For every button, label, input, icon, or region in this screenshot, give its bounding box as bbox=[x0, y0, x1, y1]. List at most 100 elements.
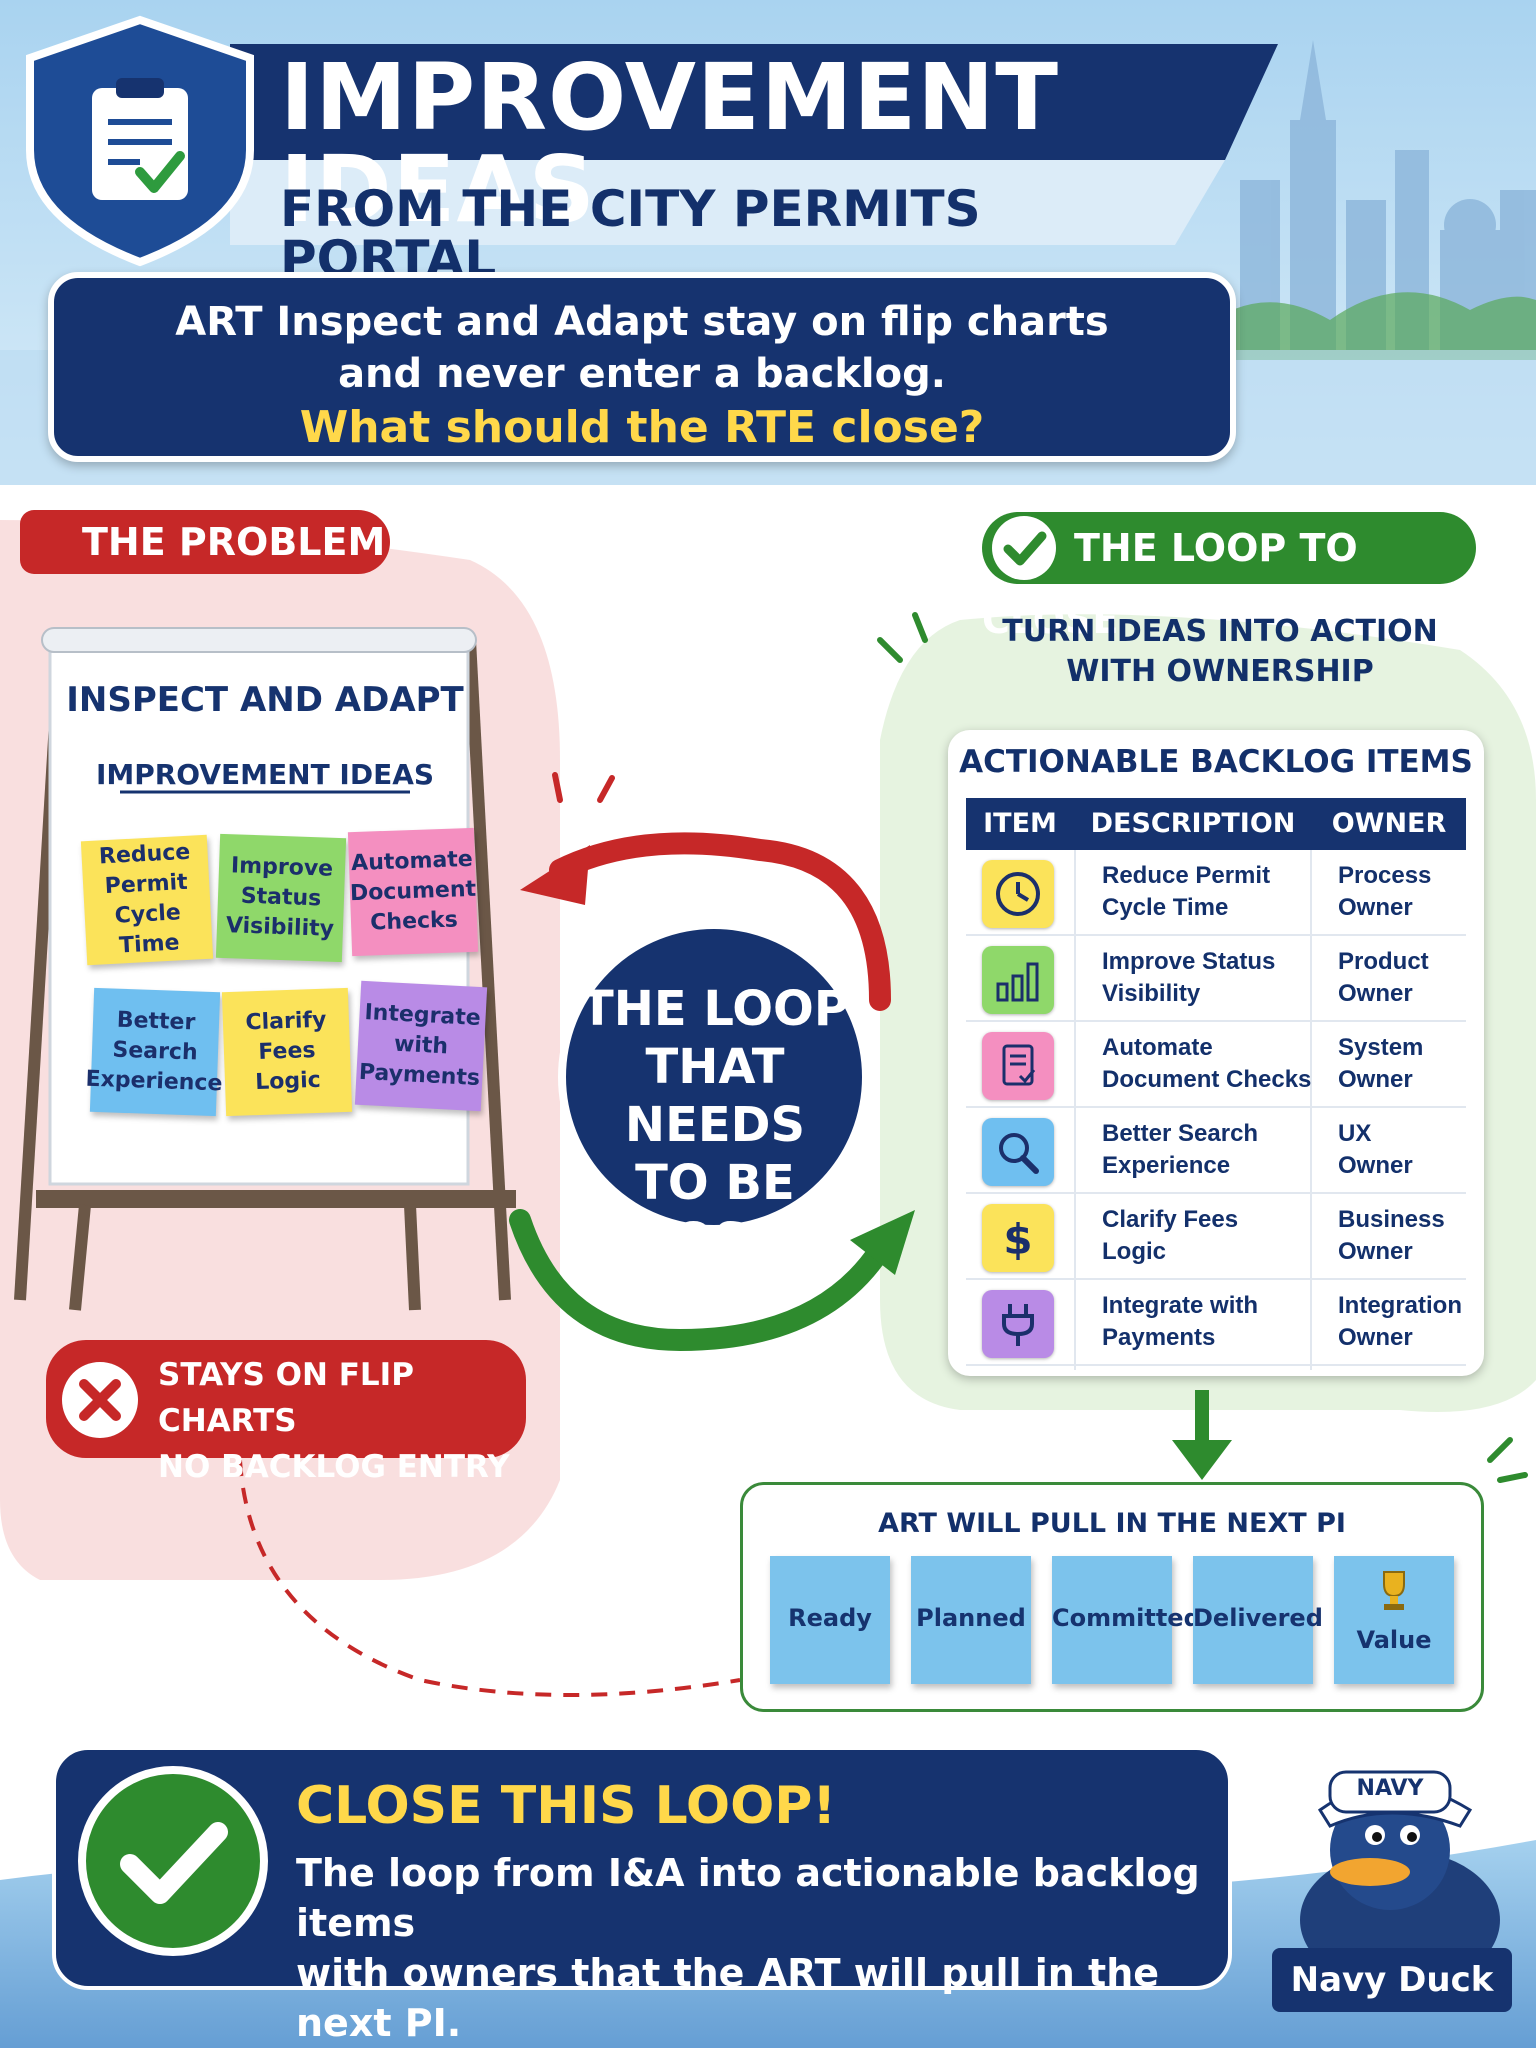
row-owner-line: Process bbox=[1338, 862, 1432, 889]
loop-arrows bbox=[509, 832, 915, 1352]
row-owner-line: Owner bbox=[1338, 1324, 1413, 1351]
row-owner-line: Owner bbox=[1338, 1152, 1413, 1179]
row-description-line: Experience bbox=[1102, 1152, 1231, 1179]
center-line-4: CLOSED bbox=[608, 1213, 822, 1269]
row-description-line: Automate bbox=[1102, 1034, 1213, 1061]
sticky-note-line: Clarify bbox=[245, 1007, 327, 1036]
sticky-note-line: Logic bbox=[254, 1067, 322, 1096]
stage-label: Planned bbox=[916, 1604, 1026, 1632]
page-title: IMPROVEMENT IDEAS bbox=[280, 44, 1059, 243]
center-line-1: THE LOOP bbox=[580, 981, 850, 1037]
question-highlight: What should the RTE close? bbox=[299, 402, 985, 453]
stage-label: Ready bbox=[788, 1604, 872, 1632]
clock-icon bbox=[982, 860, 1054, 928]
sticky-note-line: Search bbox=[112, 1037, 199, 1066]
dollar-icon: $ bbox=[982, 1204, 1054, 1272]
row-owner: UX Owner bbox=[1338, 1118, 1466, 1182]
column-header-owner: OWNER bbox=[1331, 808, 1447, 839]
trophy-icon bbox=[1374, 1568, 1414, 1612]
subtitle-ribbon bbox=[230, 160, 1225, 245]
sticky-note-line: Permit bbox=[104, 869, 189, 900]
close-text: The loop from I&A into actionable backlo… bbox=[296, 1848, 1206, 2048]
bar-chart-icon bbox=[982, 946, 1054, 1014]
page-subtitle: FROM THE CITY PERMITS PORTAL bbox=[280, 180, 981, 288]
magnifier-icon bbox=[982, 1118, 1054, 1186]
sticky-note-line: Fees bbox=[258, 1038, 316, 1065]
row-description-line: Payments bbox=[1102, 1324, 1216, 1351]
sticky-note-line: Experience bbox=[85, 1066, 223, 1097]
sticky-note-line: Payments bbox=[358, 1059, 481, 1092]
mascot-hat-label: NAVY bbox=[1356, 1776, 1424, 1801]
center-line-2: THAT NEEDS bbox=[624, 1039, 806, 1153]
tagline-line-2: WITH OWNERSHIP bbox=[1066, 654, 1374, 689]
check-icon bbox=[992, 516, 1056, 580]
flipchart-easel bbox=[14, 627, 516, 1311]
close-line-2: with owners that the ART will pull in th… bbox=[296, 1951, 1160, 2045]
row-owner-line: Owner bbox=[1338, 980, 1413, 1007]
sticky-note-line: Integrate bbox=[363, 1000, 482, 1032]
stage-label: Committed bbox=[1052, 1604, 1201, 1632]
sticky-note-line: Better bbox=[116, 1007, 196, 1036]
close-x-icon bbox=[62, 1362, 138, 1438]
sticky-note-line: Checks bbox=[369, 907, 459, 936]
close-line-1: The loop from I&A into actionable backlo… bbox=[296, 1851, 1200, 1945]
status-text: STAYS ON FLIP CHARTS NO BACKLOG ENTRY bbox=[158, 1352, 518, 1490]
row-owner-line: UX bbox=[1338, 1120, 1372, 1147]
loop-banner: THE LOOP TO CLOSE bbox=[982, 512, 1476, 642]
sticky-note-line: Improve bbox=[230, 853, 334, 882]
backlog-title: ACTIONABLE BACKLOG ITEMS bbox=[959, 744, 1473, 780]
stage-label: Delivered bbox=[1193, 1604, 1323, 1632]
stage-note: Value bbox=[1334, 1556, 1454, 1684]
row-description-line: Document Checks bbox=[1102, 1066, 1312, 1093]
down-arrow bbox=[1172, 1440, 1232, 1480]
svg-text:$: $ bbox=[1003, 1215, 1032, 1264]
dotted-path bbox=[238, 1459, 741, 1697]
table-header: ITEM DESCRIPTION OWNER bbox=[966, 798, 1466, 850]
big-check-icon bbox=[78, 1766, 268, 1956]
flipchart-subtitle: IMPROVEMENT IDEAS bbox=[95, 758, 435, 791]
trees bbox=[1200, 292, 1536, 360]
center-line-3: TO BE bbox=[635, 1155, 795, 1211]
column-divider bbox=[1074, 850, 1076, 1370]
clipboard-shield-icon bbox=[26, 15, 254, 267]
sticky-note-line: Document bbox=[349, 876, 477, 907]
status-line-1: STAYS ON FLIP CHARTS bbox=[158, 1357, 414, 1439]
plug-icon bbox=[982, 1290, 1054, 1358]
row-description-line: Visibility bbox=[1102, 980, 1201, 1007]
tagline-line-1: TURN IDEAS INTO ACTION bbox=[1002, 614, 1438, 649]
tagline: TURN IDEAS INTO ACTION WITH OWNERSHIP bbox=[1000, 612, 1440, 692]
stage-note: Committed bbox=[1052, 1556, 1201, 1684]
row-owner-line: Owner bbox=[1338, 1066, 1413, 1093]
row-owner-line: Owner bbox=[1338, 1238, 1413, 1265]
row-description-line: Integrate with bbox=[1102, 1292, 1259, 1319]
row-description-line: Logic bbox=[1102, 1238, 1166, 1265]
row-owner-line: Owner bbox=[1338, 894, 1413, 921]
row-description-line: Better Search bbox=[1102, 1120, 1259, 1147]
close-title: CLOSE THIS LOOP! bbox=[296, 1776, 837, 1836]
status-line-2: NO BACKLOG ENTRY bbox=[158, 1449, 510, 1485]
row-description-line: Clarify Fees bbox=[1102, 1206, 1239, 1233]
sticky-note-line: Automate bbox=[350, 846, 474, 877]
column-header-description: DESCRIPTION bbox=[1090, 808, 1296, 839]
problem-banner: THE PROBLEM bbox=[20, 510, 390, 574]
question-line-1: ART Inspect and Adapt stay on flip chart… bbox=[175, 299, 1109, 345]
row-description-line: Reduce Permit bbox=[1102, 862, 1271, 889]
row-owner-line: Product bbox=[1338, 948, 1429, 975]
